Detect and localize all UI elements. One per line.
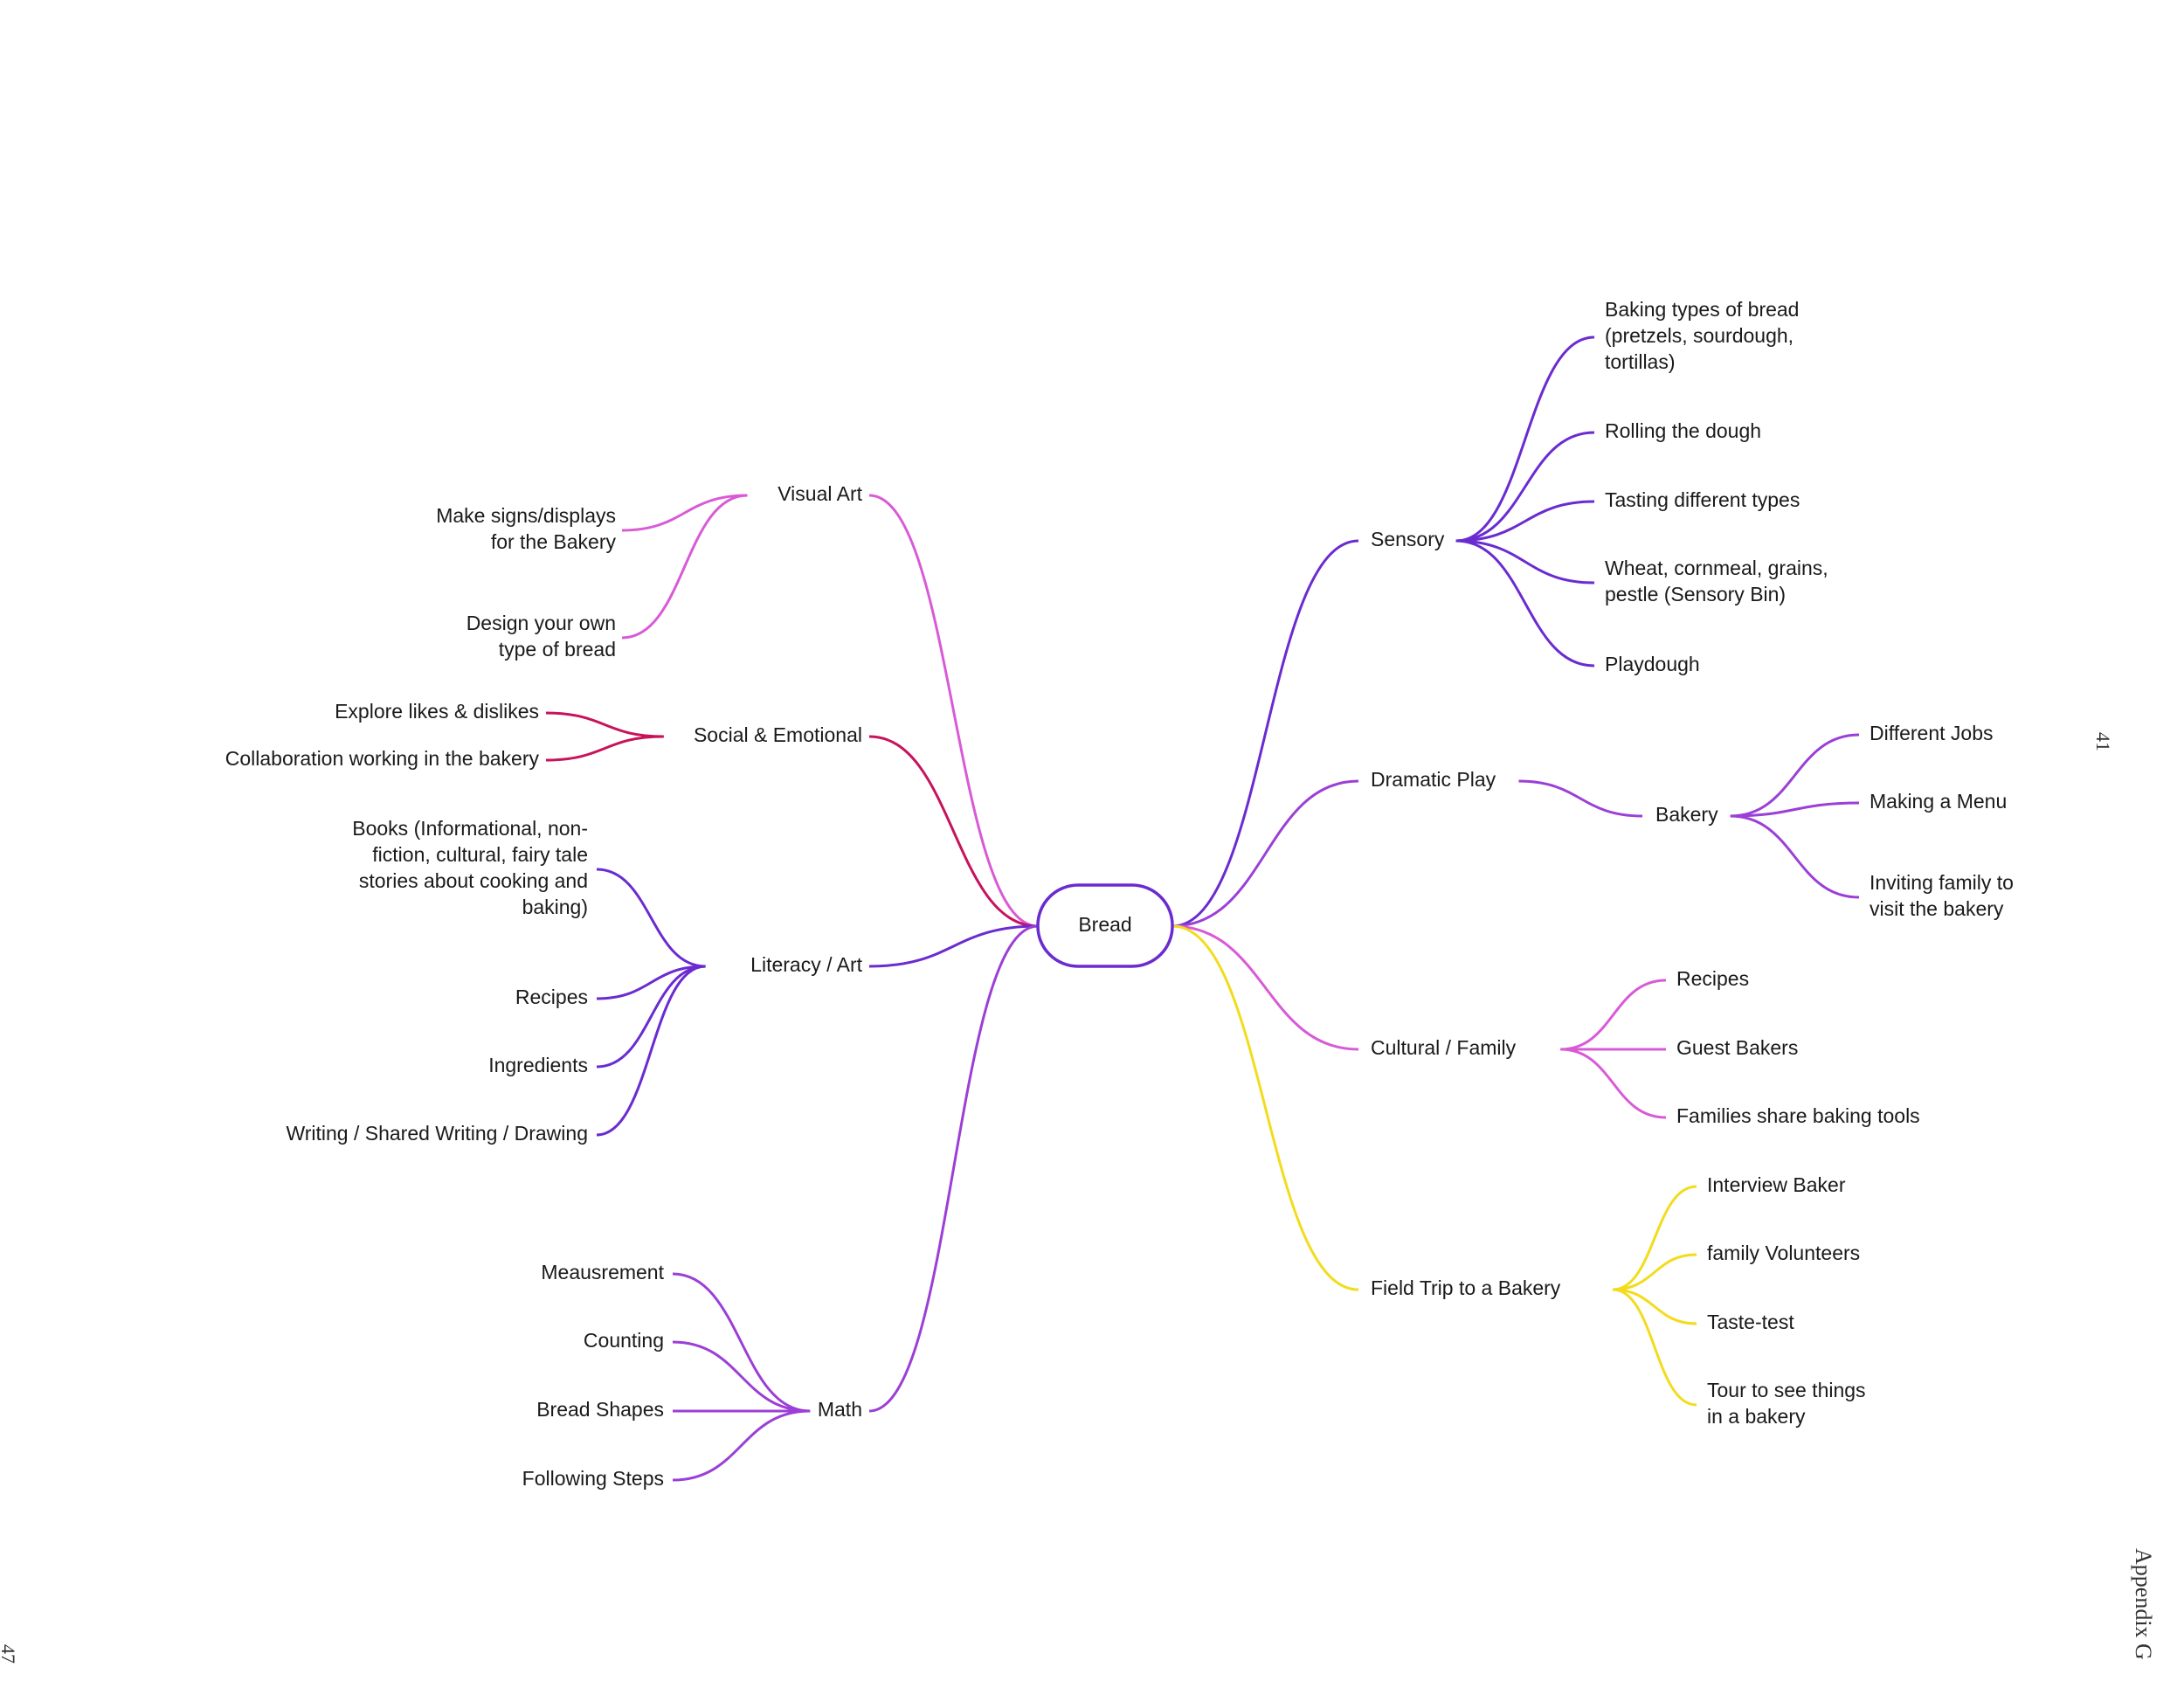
branch-field-trip-child-label-1: Interview Baker xyxy=(1707,1173,1846,1196)
branch-social-child-label-2: Collaboration working in the bakery xyxy=(225,747,540,770)
branch-cultural-child-label-3: Families share baking tools xyxy=(1676,1104,1920,1127)
branch-cultural-child-label-1: Recipes xyxy=(1676,967,1749,990)
branch-social-child-link-2 xyxy=(545,735,664,762)
branch-cultural-child-link-1 xyxy=(1560,979,1667,1051)
branch-sensory-child-link-4 xyxy=(1455,539,1595,585)
branch-literacy-child-link-2 xyxy=(596,965,706,1000)
branch-field-trip-child-link-3 xyxy=(1613,1288,1697,1325)
branch-field-trip-child-label-3: Taste-test xyxy=(1707,1311,1794,1333)
branch-cultural-label: Cultural / Family xyxy=(1371,1036,1517,1059)
branch-dramatic-child-label-1: Bakery xyxy=(1655,803,1718,826)
root-node-box xyxy=(1036,883,1174,968)
branch-math-link xyxy=(868,924,1039,1413)
branch-sensory-child-link-3 xyxy=(1455,500,1595,543)
page-number-left: 47 xyxy=(0,1644,19,1664)
branch-cultural-link xyxy=(1171,924,1359,1051)
branch-math-child-link-4 xyxy=(672,1409,811,1482)
branch-literacy-child-label-2: Recipes xyxy=(515,986,588,1008)
branch-sensory-label: Sensory xyxy=(1371,528,1445,550)
root-node-label: Bread xyxy=(1078,913,1131,936)
branch-math-child-link-1 xyxy=(672,1272,811,1413)
branch-sensory-child-label-2: Rolling the dough xyxy=(1605,419,1761,442)
branch-dramatic-label: Dramatic Play xyxy=(1371,768,1496,791)
branch-field-trip-child-link-2 xyxy=(1613,1253,1697,1291)
branch-cultural-child-label-2: Guest Bakers xyxy=(1676,1036,1798,1059)
branch-visual-art-link xyxy=(868,494,1039,928)
branch-cultural-child-link-3 xyxy=(1560,1048,1667,1119)
branch-sensory-link xyxy=(1171,539,1359,928)
branch-literacy-link xyxy=(868,924,1039,968)
branch-social-child-label-1: Explore likes & dislikes xyxy=(335,700,539,723)
branch-dramatic-child-1-child-link-2 xyxy=(1730,801,1860,818)
branch-dramatic-child-1-child-link-1 xyxy=(1730,733,1860,818)
branch-sensory-child-link-1 xyxy=(1455,336,1595,543)
branch-field-trip-label: Field Trip to a Bakery xyxy=(1371,1276,1561,1299)
branch-literacy-child-label-1: Books (Informational, non-fiction, cultu… xyxy=(352,817,588,918)
branch-literacy-child-label-3: Ingredients xyxy=(488,1054,588,1076)
branch-literacy-label: Literacy / Art xyxy=(750,953,862,976)
branch-field-trip-child-link-1 xyxy=(1613,1185,1697,1291)
branch-literacy-child-link-1 xyxy=(596,868,706,968)
branch-math-child-label-3: Bread Shapes xyxy=(536,1398,664,1421)
branch-math-child-label-4: Following Steps xyxy=(522,1467,664,1490)
branch-field-trip-child-label-2: family Volunteers xyxy=(1707,1242,1860,1264)
branch-social-link xyxy=(868,735,1039,928)
branch-social-label: Social & Emotional xyxy=(694,723,862,746)
branch-dramatic-child-1-child-link-3 xyxy=(1730,814,1860,899)
branch-dramatic-child-1-child-label-2: Making a Menu xyxy=(1870,790,2007,813)
branch-sensory-child-label-5: Playdough xyxy=(1605,653,1700,675)
branch-math-label: Math xyxy=(818,1398,862,1421)
branch-sensory-child-label-3: Tasting different types xyxy=(1605,488,1800,511)
branch-visual-art-label: Visual Art xyxy=(778,482,862,505)
branch-sensory-child-link-5 xyxy=(1455,539,1595,668)
branch-sensory-child-label-1: Baking types of bread(pretzels, sourdoug… xyxy=(1605,298,1799,373)
page-number-right: 41 xyxy=(2092,732,2114,751)
branch-dramatic-child-1-child-label-1: Different Jobs xyxy=(1870,722,1993,744)
connector-lines xyxy=(545,336,1860,1482)
branch-dramatic-link xyxy=(1171,779,1359,928)
branch-visual-art-child-link-2 xyxy=(621,494,748,640)
branch-math-child-link-2 xyxy=(672,1340,811,1413)
branch-sensory-child-label-4: Wheat, cornmeal, grains,pestle (Sensory … xyxy=(1605,557,1828,605)
branch-field-trip-child-link-4 xyxy=(1613,1288,1697,1407)
branch-literacy-child-label-4: Writing / Shared Writing / Drawing xyxy=(286,1122,588,1145)
appendix-label: Appendix G xyxy=(2131,1548,2156,1660)
branch-math-child-label-1: Meausrement xyxy=(541,1261,664,1283)
branch-literacy-child-link-4 xyxy=(596,965,706,1137)
branch-dramatic-child-link-1 xyxy=(1518,779,1643,818)
branch-social-child-link-1 xyxy=(545,711,664,738)
branch-literacy-child-link-3 xyxy=(596,965,706,1069)
branch-math-child-label-2: Counting xyxy=(584,1329,664,1352)
branch-visual-art-child-link-1 xyxy=(621,494,748,532)
branch-field-trip-link xyxy=(1171,924,1359,1291)
root-node: Bread xyxy=(1036,883,1174,968)
branch-sensory-child-link-2 xyxy=(1455,431,1595,543)
